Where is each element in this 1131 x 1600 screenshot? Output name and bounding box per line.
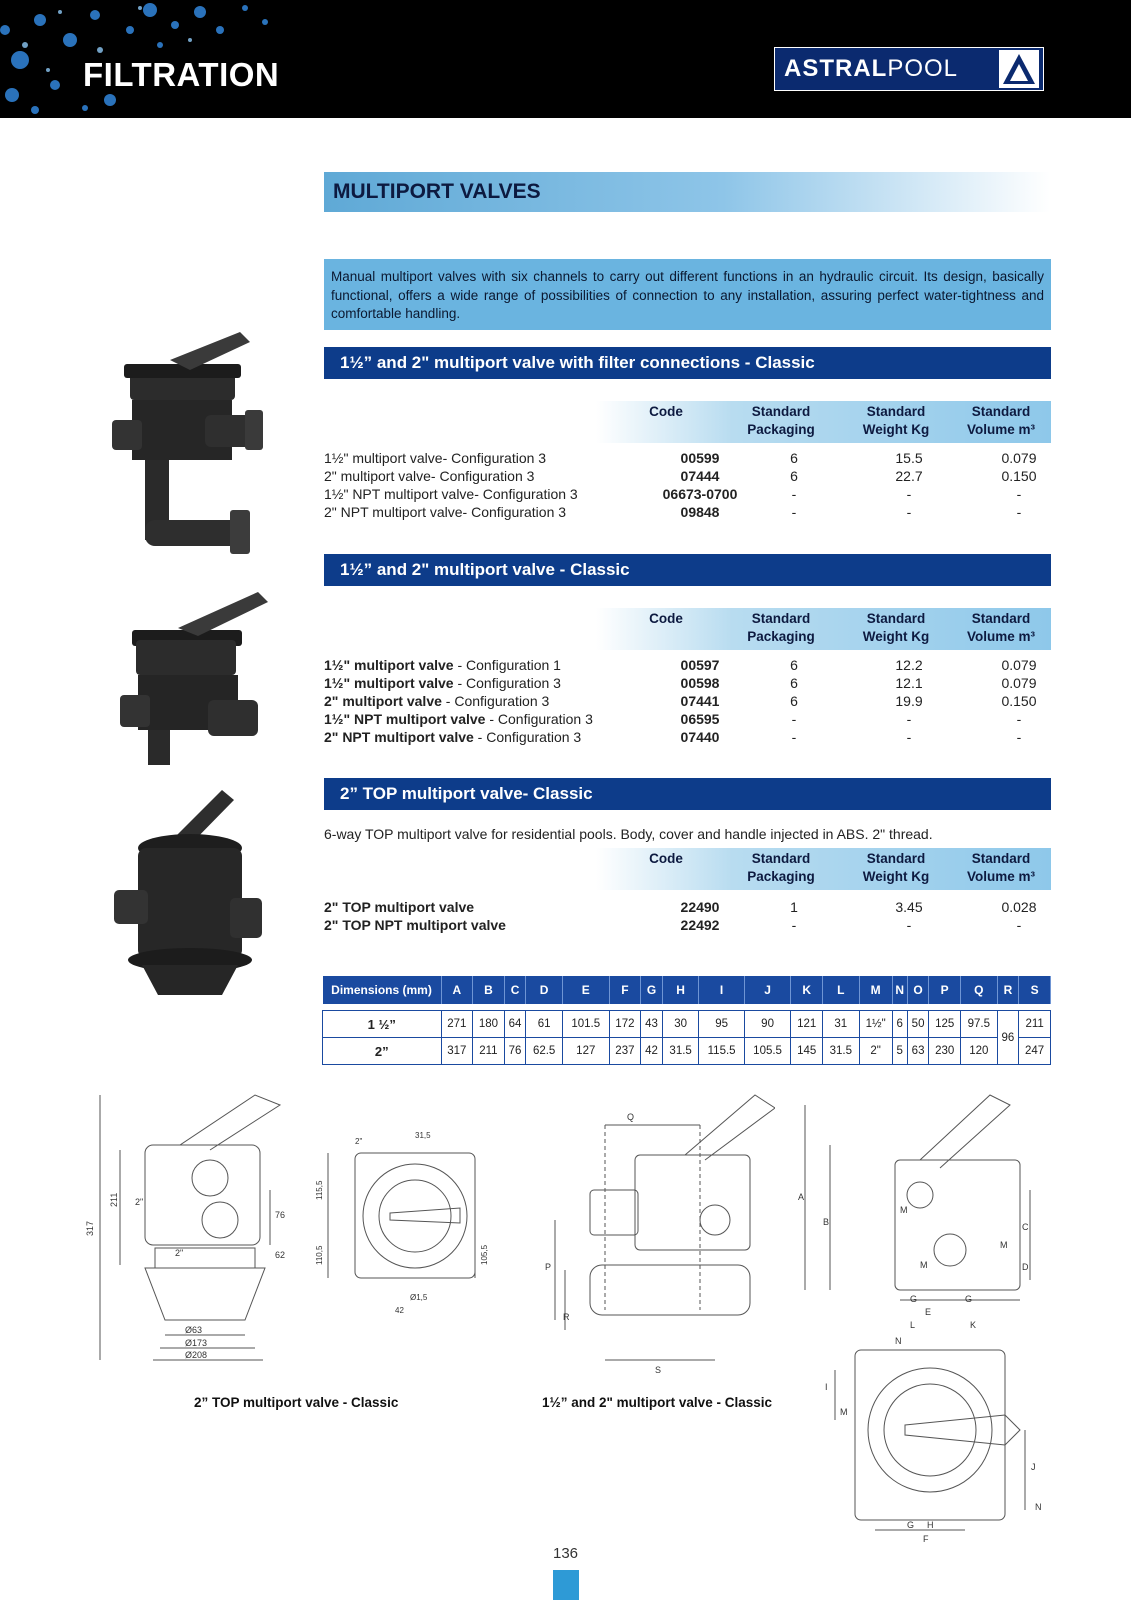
page-tab-marker	[553, 1570, 579, 1600]
dimensions-header-row: Dimensions (mm) A B C D E F G H I J K L …	[322, 976, 1051, 1004]
svg-text:M: M	[920, 1260, 928, 1270]
svg-text:P: P	[545, 1262, 551, 1272]
svg-text:Q: Q	[627, 1112, 634, 1122]
col-code: Code	[649, 851, 683, 866]
section1-column-header: Code Standard Packaging Standard Weight …	[596, 401, 1051, 443]
svg-text:G: G	[910, 1294, 917, 1304]
page-header: FILTRATION ASTRAL POOL	[0, 0, 1131, 118]
table-row: 1½" multiport valve- Configuration 3 005…	[324, 450, 1037, 466]
svg-text:76: 76	[275, 1210, 285, 1220]
intro-text: Manual multiport valves with six channel…	[324, 259, 1051, 330]
section1-title: 1½” and 2" multiport valve with filter c…	[324, 347, 1051, 379]
table-row: 1 ½” 271 180 64 61 101.5 172 43 30 95 90…	[322, 1010, 1051, 1065]
bubbles-decoration	[0, 3, 268, 114]
logo-text-astral: ASTRAL	[784, 55, 888, 82]
drawing-classic-valve-top: N I M J G H F N	[825, 1336, 1042, 1544]
astralpool-logo: ASTRAL POOL	[774, 47, 1044, 91]
svg-text:62: 62	[275, 1250, 285, 1260]
svg-text:2": 2"	[355, 1137, 362, 1146]
valve-with-connections-image	[112, 332, 263, 554]
dimensions-table: Dimensions (mm) A B C D E F G H I J K L …	[322, 976, 1051, 1065]
svg-text:B: B	[823, 1217, 829, 1227]
svg-text:105,5: 105,5	[480, 1244, 489, 1265]
svg-text:I: I	[825, 1382, 828, 1392]
caption-classic-valve: 1½” and 2" multiport valve - Classic	[542, 1395, 772, 1410]
valve-classic-image	[120, 592, 268, 765]
section2-title-text: 1½” and 2" multiport valve - Classic	[340, 560, 630, 579]
svg-text:E: E	[925, 1307, 931, 1317]
caption-top-valve: 2” TOP multiport valve - Classic	[194, 1395, 399, 1410]
table-row: 2" TOP multiport valve 22490 1 3.45 0.02…	[324, 899, 1037, 915]
page-number: 136	[553, 1545, 579, 1562]
svg-text:H: H	[927, 1520, 934, 1530]
logo-triangle-icon	[999, 50, 1039, 88]
page-heading: MULTIPORT VALVES	[324, 172, 1050, 212]
col-packaging: Standard Packaging	[747, 851, 815, 884]
section1-title-text: 1½” and 2" multiport valve with filter c…	[340, 353, 815, 372]
svg-text:L: L	[910, 1320, 915, 1330]
svg-text:Ø63: Ø63	[185, 1325, 202, 1335]
svg-text:F: F	[923, 1534, 929, 1544]
table-row: 2" NPT multiport valve - Configuration 3…	[324, 729, 1022, 745]
col-code: Code	[649, 611, 683, 626]
top-valve-image	[114, 790, 262, 995]
col-weight: Standard Weight Kg	[862, 851, 930, 884]
col-volume: Standard Volume m³	[966, 404, 1035, 437]
svg-text:M: M	[900, 1205, 908, 1215]
svg-text:Ø173: Ø173	[185, 1338, 207, 1348]
col-volume: Standard Volume m³	[966, 851, 1035, 884]
section3-title-text: 2” TOP multiport valve- Classic	[340, 784, 593, 803]
svg-text:2": 2"	[175, 1248, 183, 1258]
svg-text:317: 317	[85, 1221, 95, 1236]
col-packaging: Standard Packaging	[747, 404, 815, 437]
svg-text:M: M	[840, 1407, 848, 1417]
logo-text-pool: POOL	[887, 55, 959, 82]
col-weight: Standard Weight Kg	[862, 611, 930, 644]
svg-text:Ø208: Ø208	[185, 1350, 207, 1360]
section-title: FILTRATION	[83, 56, 280, 93]
drawing-top-valve: 317 211 2" 2" 76 62 Ø63 Ø173 Ø208	[85, 1094, 285, 1361]
table-row: 2” 317 211 76 62.5 127 237 42 31.5 115.5…	[322, 1037, 1051, 1065]
svg-text:211: 211	[109, 1193, 119, 1207]
col-code: Code	[649, 404, 683, 419]
table-row: 2" multiport valve - Configuration 3 074…	[324, 693, 1037, 709]
dimensions-header: Dimensions (mm)	[322, 976, 442, 1004]
svg-text:D: D	[1022, 1262, 1029, 1272]
section3-title: 2” TOP multiport valve- Classic	[324, 778, 1051, 810]
svg-text:J: J	[1031, 1462, 1036, 1472]
drawing-classic-valve-side: A B C D M M M G G E L K	[798, 1094, 1031, 1330]
table-row: 1½" multiport valve - Configuration 1 00…	[324, 657, 1037, 673]
drawing-top-valve-top-view: 2" 31,5 115,5 110,5 105,5 Ø1,5 42	[315, 1131, 489, 1315]
svg-text:115,5: 115,5	[315, 1180, 324, 1200]
svg-text:C: C	[1022, 1222, 1029, 1232]
svg-text:N: N	[1035, 1502, 1042, 1512]
drawing-classic-valve-front: Q P R S	[545, 1094, 775, 1375]
svg-text:42: 42	[395, 1306, 404, 1315]
svg-text:31,5: 31,5	[415, 1131, 431, 1140]
table-row: 1½" multiport valve - Configuration 3 00…	[324, 675, 1037, 691]
svg-text:A: A	[798, 1192, 804, 1202]
svg-text:N: N	[895, 1336, 902, 1346]
section3-column-header: Code Standard Packaging Standard Weight …	[596, 848, 1051, 890]
svg-text:G: G	[965, 1294, 972, 1304]
section3-description: 6-way TOP multiport valve for residentia…	[324, 826, 933, 842]
svg-text:2": 2"	[135, 1197, 143, 1207]
svg-text:R: R	[563, 1312, 570, 1322]
table-row: 2" TOP NPT multiport valve 22492 - - -	[324, 917, 1022, 933]
section2-column-header: Code Standard Packaging Standard Weight …	[596, 608, 1051, 650]
col-weight: Standard Weight Kg	[862, 404, 930, 437]
table-row: 2" NPT multiport valve- Configuration 3 …	[324, 504, 1022, 520]
svg-text:K: K	[970, 1320, 976, 1330]
svg-text:S: S	[655, 1365, 661, 1375]
svg-text:M: M	[1000, 1240, 1008, 1250]
svg-text:G: G	[907, 1520, 914, 1530]
table-row: 1½" NPT multiport valve - Configuration …	[324, 711, 1022, 727]
col-packaging: Standard Packaging	[747, 611, 815, 644]
svg-text:Ø1,5: Ø1,5	[410, 1293, 428, 1302]
table-row: 2" multiport valve- Configuration 3 0744…	[324, 468, 1037, 484]
col-volume: Standard Volume m³	[966, 611, 1035, 644]
svg-text:110,5: 110,5	[315, 1245, 324, 1265]
table-row: 1½" NPT multiport valve- Configuration 3…	[324, 486, 1022, 502]
section2-title: 1½” and 2" multiport valve - Classic	[324, 554, 1051, 586]
